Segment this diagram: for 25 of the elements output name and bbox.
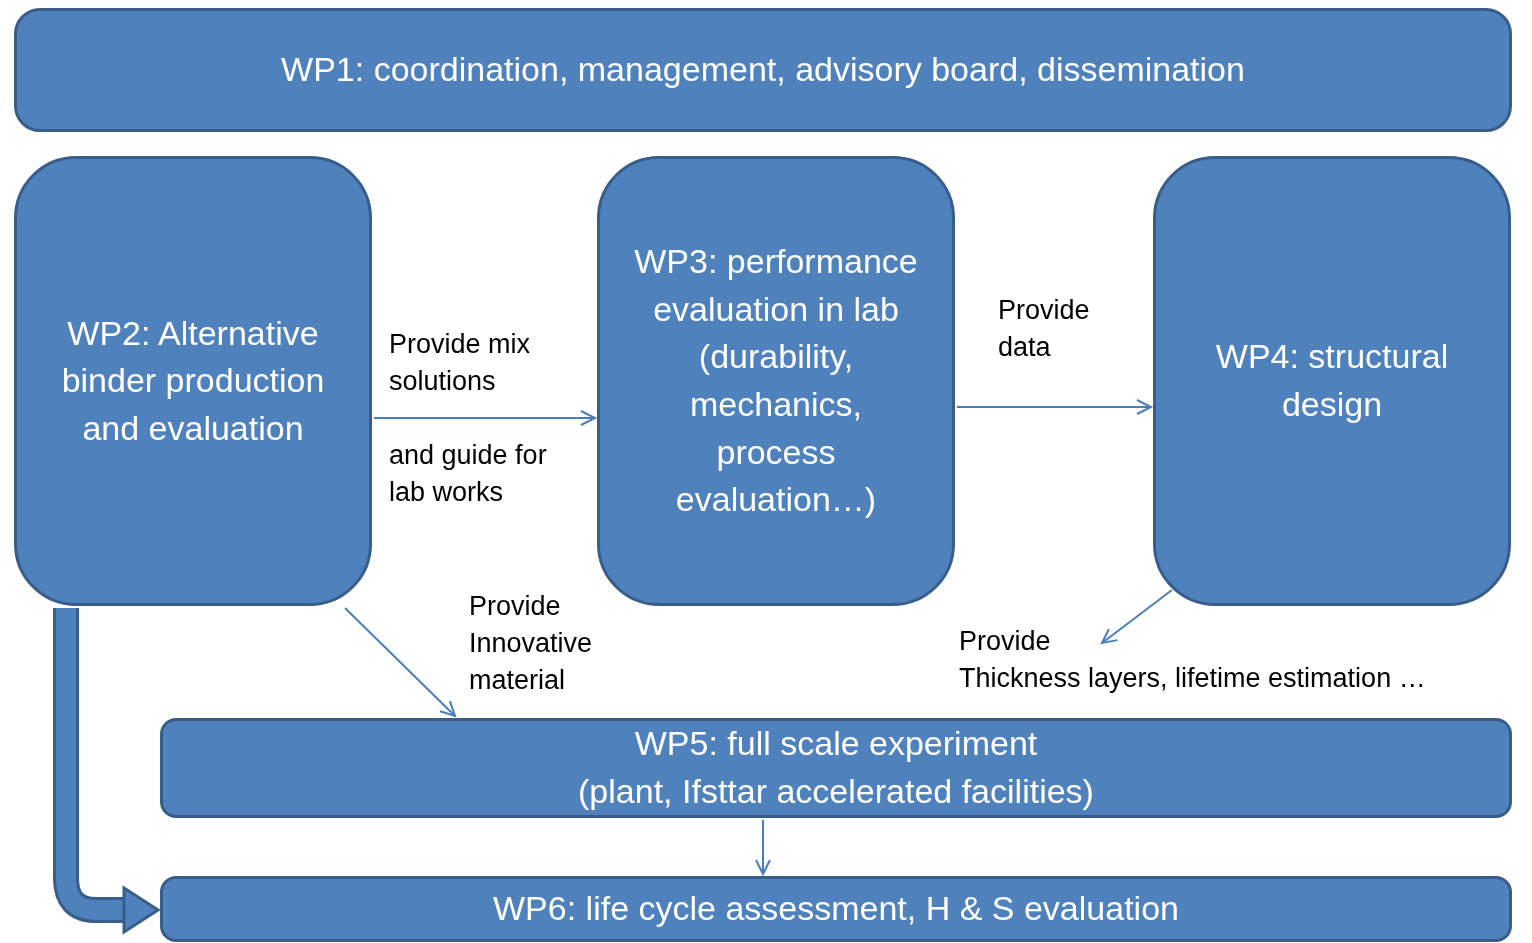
work-package-box [14, 8, 1512, 132]
note-text: and guide for lab works [389, 439, 548, 509]
work-package-box [597, 156, 955, 606]
note-text: Thickness layers, lifetime estimation … [959, 662, 1427, 695]
arrow [956, 399, 1152, 415]
work-package-box [1153, 156, 1511, 606]
edge-label: Provide data [998, 294, 1091, 364]
block-arrow [53, 608, 160, 934]
work-package-text: WP4: structural design [1214, 336, 1450, 425]
arrow [755, 819, 771, 875]
work-package-box [14, 156, 372, 606]
work-package-text: WP5: full scale experiment [634, 723, 1038, 765]
work-package-box [160, 876, 1512, 942]
edge-label: Provide mix solutions [389, 328, 532, 398]
work-package-text: WP3: performance evaluation in lab (durability, mechanics, process evaluation…) [633, 241, 919, 521]
work-package-text: WP6: life cycle assessment, H & S evaluation [493, 888, 1179, 930]
work-package-text: WP1: coordination, management, advisory board, dissemination [281, 49, 1245, 91]
arrow [1101, 589, 1173, 644]
arrow [344, 607, 456, 717]
edge-label: Provide Innovative material [469, 590, 594, 697]
work-package-text: (plant, Ifsttar accelerated facilities) [578, 771, 1094, 812]
note-text: Provide [959, 625, 1052, 658]
work-package-box [160, 718, 1512, 818]
work-package-text: WP2: Alternative binder production and evaluation [60, 312, 326, 449]
arrow [373, 410, 596, 426]
